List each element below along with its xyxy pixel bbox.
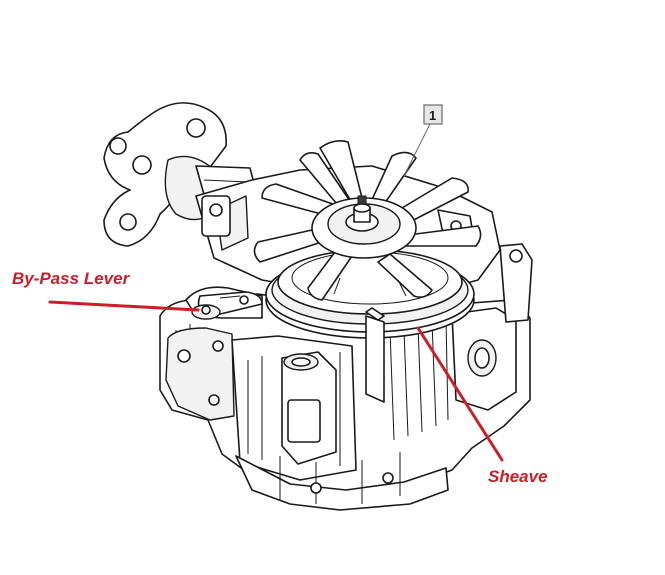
- sheave-leader-line: [416, 326, 504, 462]
- bypass-lever-leader-line: [48, 300, 200, 312]
- reference-number: 1: [429, 108, 436, 123]
- transaxle-case: [159, 243, 533, 511]
- bypass-rod: [365, 307, 385, 403]
- bypass-lever: [185, 286, 263, 320]
- reference-callout: 1: [403, 104, 443, 177]
- sheave-label: Sheave: [488, 467, 548, 486]
- bypass-lever-callout: By-Pass Lever: [12, 269, 200, 312]
- cooling-fan: [253, 140, 482, 301]
- reference-leader-line: [403, 123, 431, 177]
- reference-number-box: [423, 104, 443, 125]
- bypass-lever-label: By-Pass Lever: [12, 269, 131, 288]
- flange-bolt-hole: [109, 137, 127, 155]
- flange-bolt-hole: [119, 213, 137, 231]
- flange-bolt-hole: [186, 118, 206, 138]
- sheave-callout: Sheave: [416, 326, 548, 486]
- flange-bolt-hole: [132, 155, 152, 175]
